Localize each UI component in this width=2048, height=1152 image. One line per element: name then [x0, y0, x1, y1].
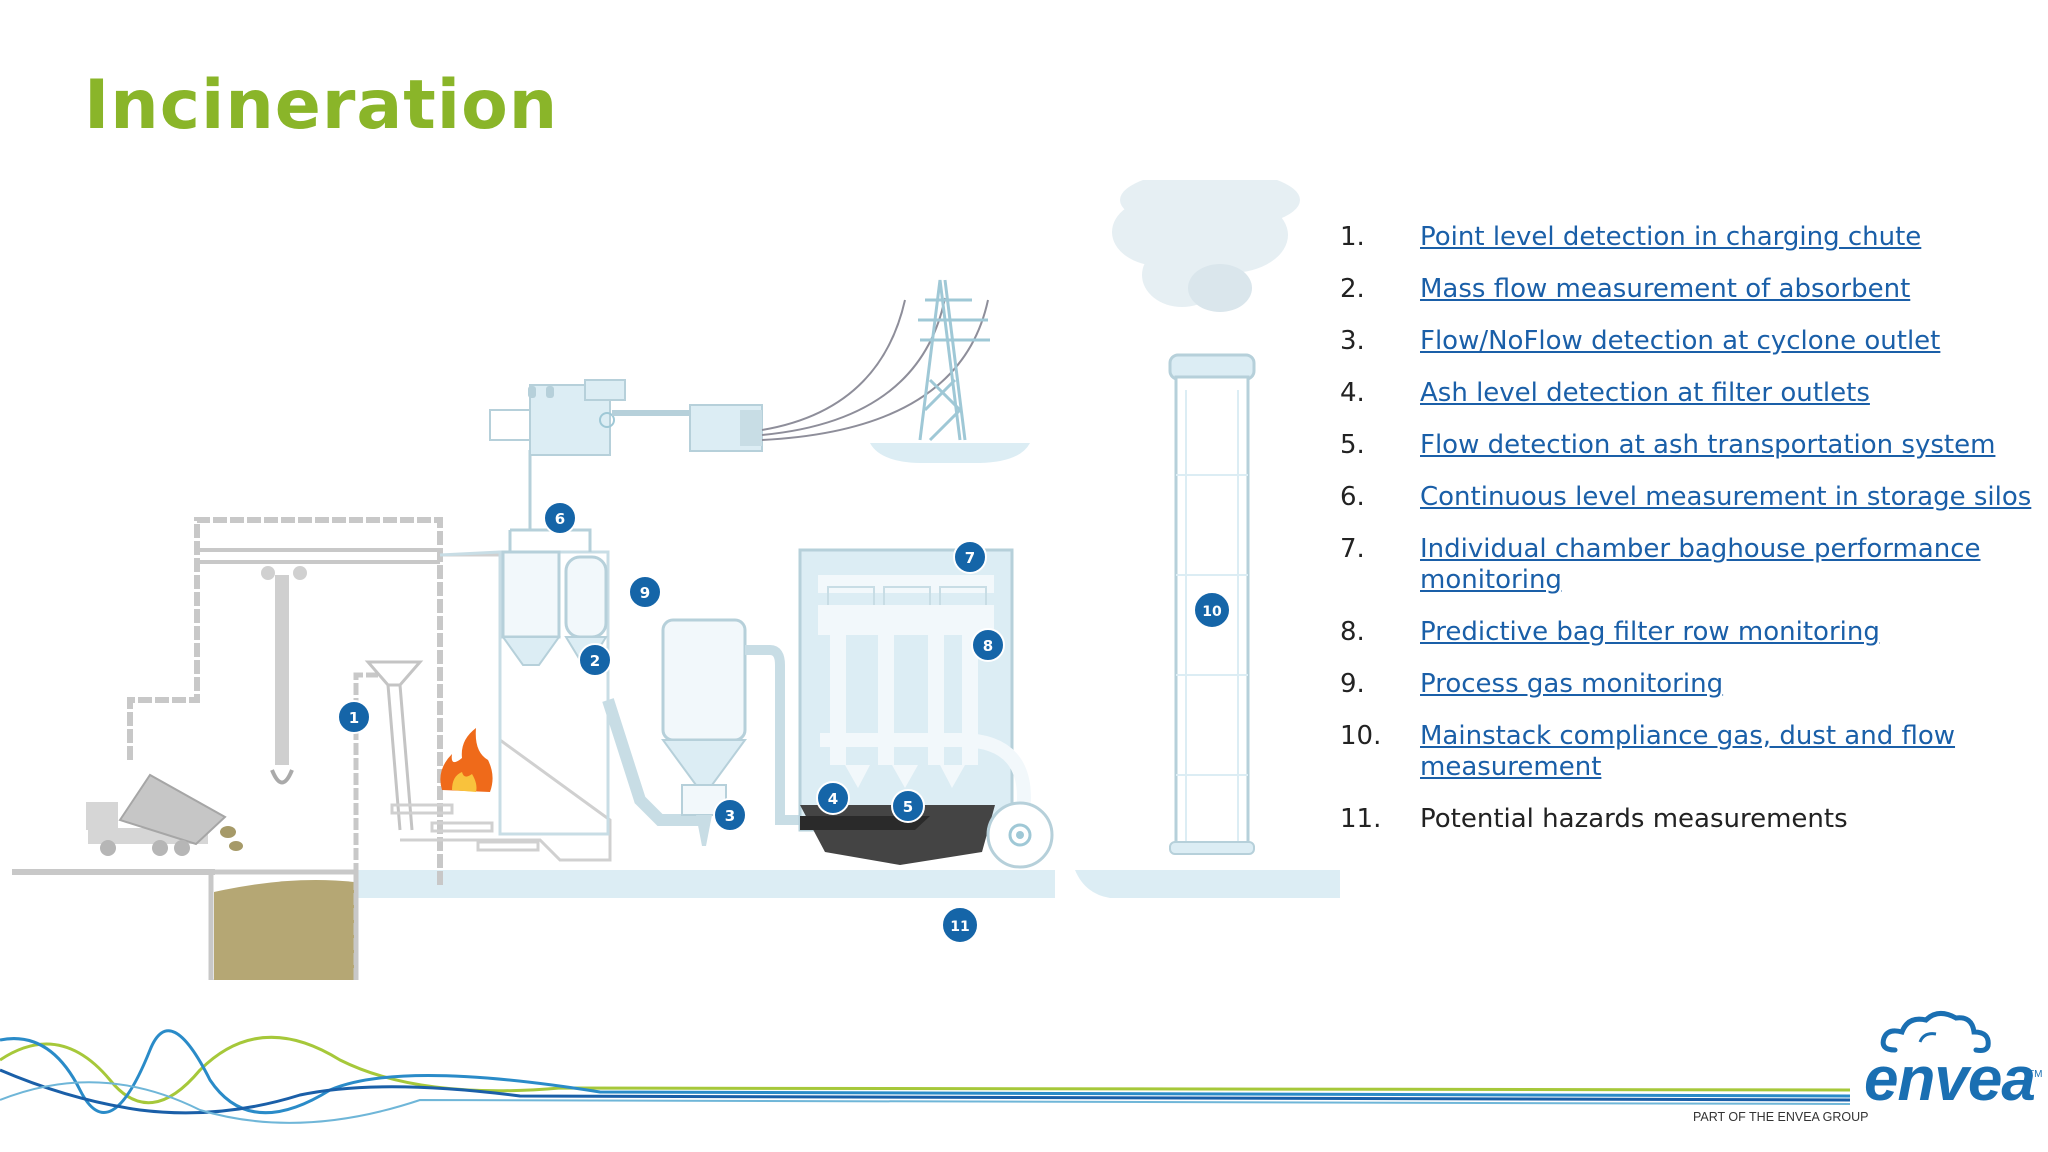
legend-item: 9. Process gas monitoring [1340, 669, 2040, 700]
brand-tagline: PART OF THE ENVEA GROUP [1693, 1110, 1869, 1124]
svg-text:11: 11 [950, 919, 969, 935]
legend-number: 9. [1340, 669, 1365, 699]
legend-link[interactable]: Mass flow measurement of absorbent [1420, 274, 1911, 304]
boiler-duct [439, 550, 501, 557]
legend-link[interactable]: Mainstack compliance gas, dust and flow … [1420, 721, 1956, 782]
turbine [489, 379, 763, 456]
legend-number: 5. [1340, 430, 1365, 460]
legend-link[interactable]: Continuous level measurement in storage … [1420, 482, 2032, 512]
legend-item: 2. Mass flow measurement of absorbent [1340, 274, 2040, 305]
legend-number: 1. [1340, 222, 1365, 252]
legend-text: Potential hazards measurements [1420, 804, 1848, 834]
svg-text:9: 9 [640, 584, 650, 602]
legend-link[interactable]: Predictive bag filter row monitoring [1420, 617, 1880, 647]
brand-trademark: TM [2028, 1069, 2043, 1080]
legend-item: 6. Continuous level measurement in storag… [1340, 482, 2040, 513]
legend-item: 10. Mainstack compliance gas, dust and fl… [1340, 721, 2040, 783]
grate-steps [390, 803, 540, 852]
legend-number: 7. [1340, 534, 1365, 564]
marker-5[interactable]: 5 [891, 789, 925, 823]
legend-item: 11. Potential hazards measurements [1340, 804, 2040, 835]
legend-item: 3. Flow/NoFlow detection at cyclone outle… [1340, 326, 2040, 357]
silo-frame [508, 528, 592, 552]
svg-text:6: 6 [555, 510, 565, 528]
marker-2[interactable]: 2 [578, 643, 612, 677]
svg-text:4: 4 [828, 790, 838, 808]
legend-link[interactable]: Process gas monitoring [1420, 669, 1724, 699]
svg-text:1: 1 [349, 709, 359, 727]
svg-text:7: 7 [965, 549, 975, 567]
ground-band-right [1075, 870, 1340, 898]
marker-6[interactable]: 6 [543, 501, 577, 535]
svg-text:5: 5 [903, 798, 913, 816]
incineration-plant-diagram: 1 2 3 4 5 6 7 8 9 10 11 [12, 180, 1340, 980]
svg-text:10: 10 [1202, 604, 1222, 620]
legend-link[interactable]: Point level detection in charging chute [1420, 222, 1922, 252]
cloud-logo-icon [1880, 1011, 1991, 1053]
svg-text:8: 8 [983, 637, 993, 655]
legend-item: 4. Ash level detection at filter outlets [1340, 378, 2040, 409]
legend-link[interactable]: Ash level detection at filter outlets [1420, 378, 1870, 408]
legend-number: 10. [1340, 721, 1382, 751]
page-title: Incineration [84, 66, 559, 145]
legend-item: 1. Point level detection in charging chut… [1340, 222, 2040, 253]
pylon-base [870, 443, 1030, 463]
crane-grab [270, 769, 294, 785]
cyclone [661, 618, 820, 846]
fan-icon [986, 801, 1054, 869]
bunker-wall-right [353, 672, 380, 980]
legend-link[interactable]: Flow detection at ash transportation sys… [1420, 430, 1996, 460]
marker-3[interactable]: 3 [713, 798, 747, 832]
absorbent-duct [602, 698, 700, 826]
svg-text:2: 2 [590, 652, 600, 670]
legend-link[interactable]: Flow/NoFlow detection at cyclone outlet [1420, 326, 1941, 356]
legend-item: 5. Flow detection at ash transportation s… [1340, 430, 2040, 461]
crane-arm [275, 575, 289, 765]
marker-1[interactable]: 1 [337, 700, 371, 734]
legend-item: 8. Predictive bag filter row monitoring [1340, 617, 2040, 648]
waste-pile [214, 879, 354, 980]
pylon-icon [918, 279, 990, 442]
legend-number: 3. [1340, 326, 1365, 356]
fire-icon [440, 728, 493, 792]
legend-number: 8. [1340, 617, 1365, 647]
power-lines [761, 297, 989, 441]
smoke-cloud [1112, 180, 1300, 312]
marker-7[interactable]: 7 [953, 540, 987, 574]
marker-8[interactable]: 8 [971, 628, 1005, 662]
measurement-legend: 1. Point level detection in charging chut… [1340, 222, 2040, 856]
storage-silo [501, 550, 608, 666]
ground-band [355, 870, 1055, 898]
marker-9[interactable]: 9 [628, 575, 662, 609]
svg-text:3: 3 [725, 807, 735, 825]
bunker-building [127, 517, 443, 885]
brand-logo: envea [1864, 1045, 2036, 1114]
legend-number: 2. [1340, 274, 1365, 304]
marker-10[interactable]: 10 [1193, 591, 1231, 629]
marker-11[interactable]: 11 [941, 906, 979, 944]
footer-waves [0, 1029, 1851, 1124]
legend-item: 7. Individual chamber baghouse performanc… [1340, 534, 2040, 596]
legend-link[interactable]: Individual chamber baghouse performance … [1420, 534, 1981, 595]
legend-number: 4. [1340, 378, 1365, 408]
dump-truck-icon [86, 773, 243, 856]
legend-number: 11. [1340, 804, 1382, 834]
marker-4[interactable]: 4 [816, 781, 850, 815]
legend-number: 6. [1340, 482, 1365, 512]
